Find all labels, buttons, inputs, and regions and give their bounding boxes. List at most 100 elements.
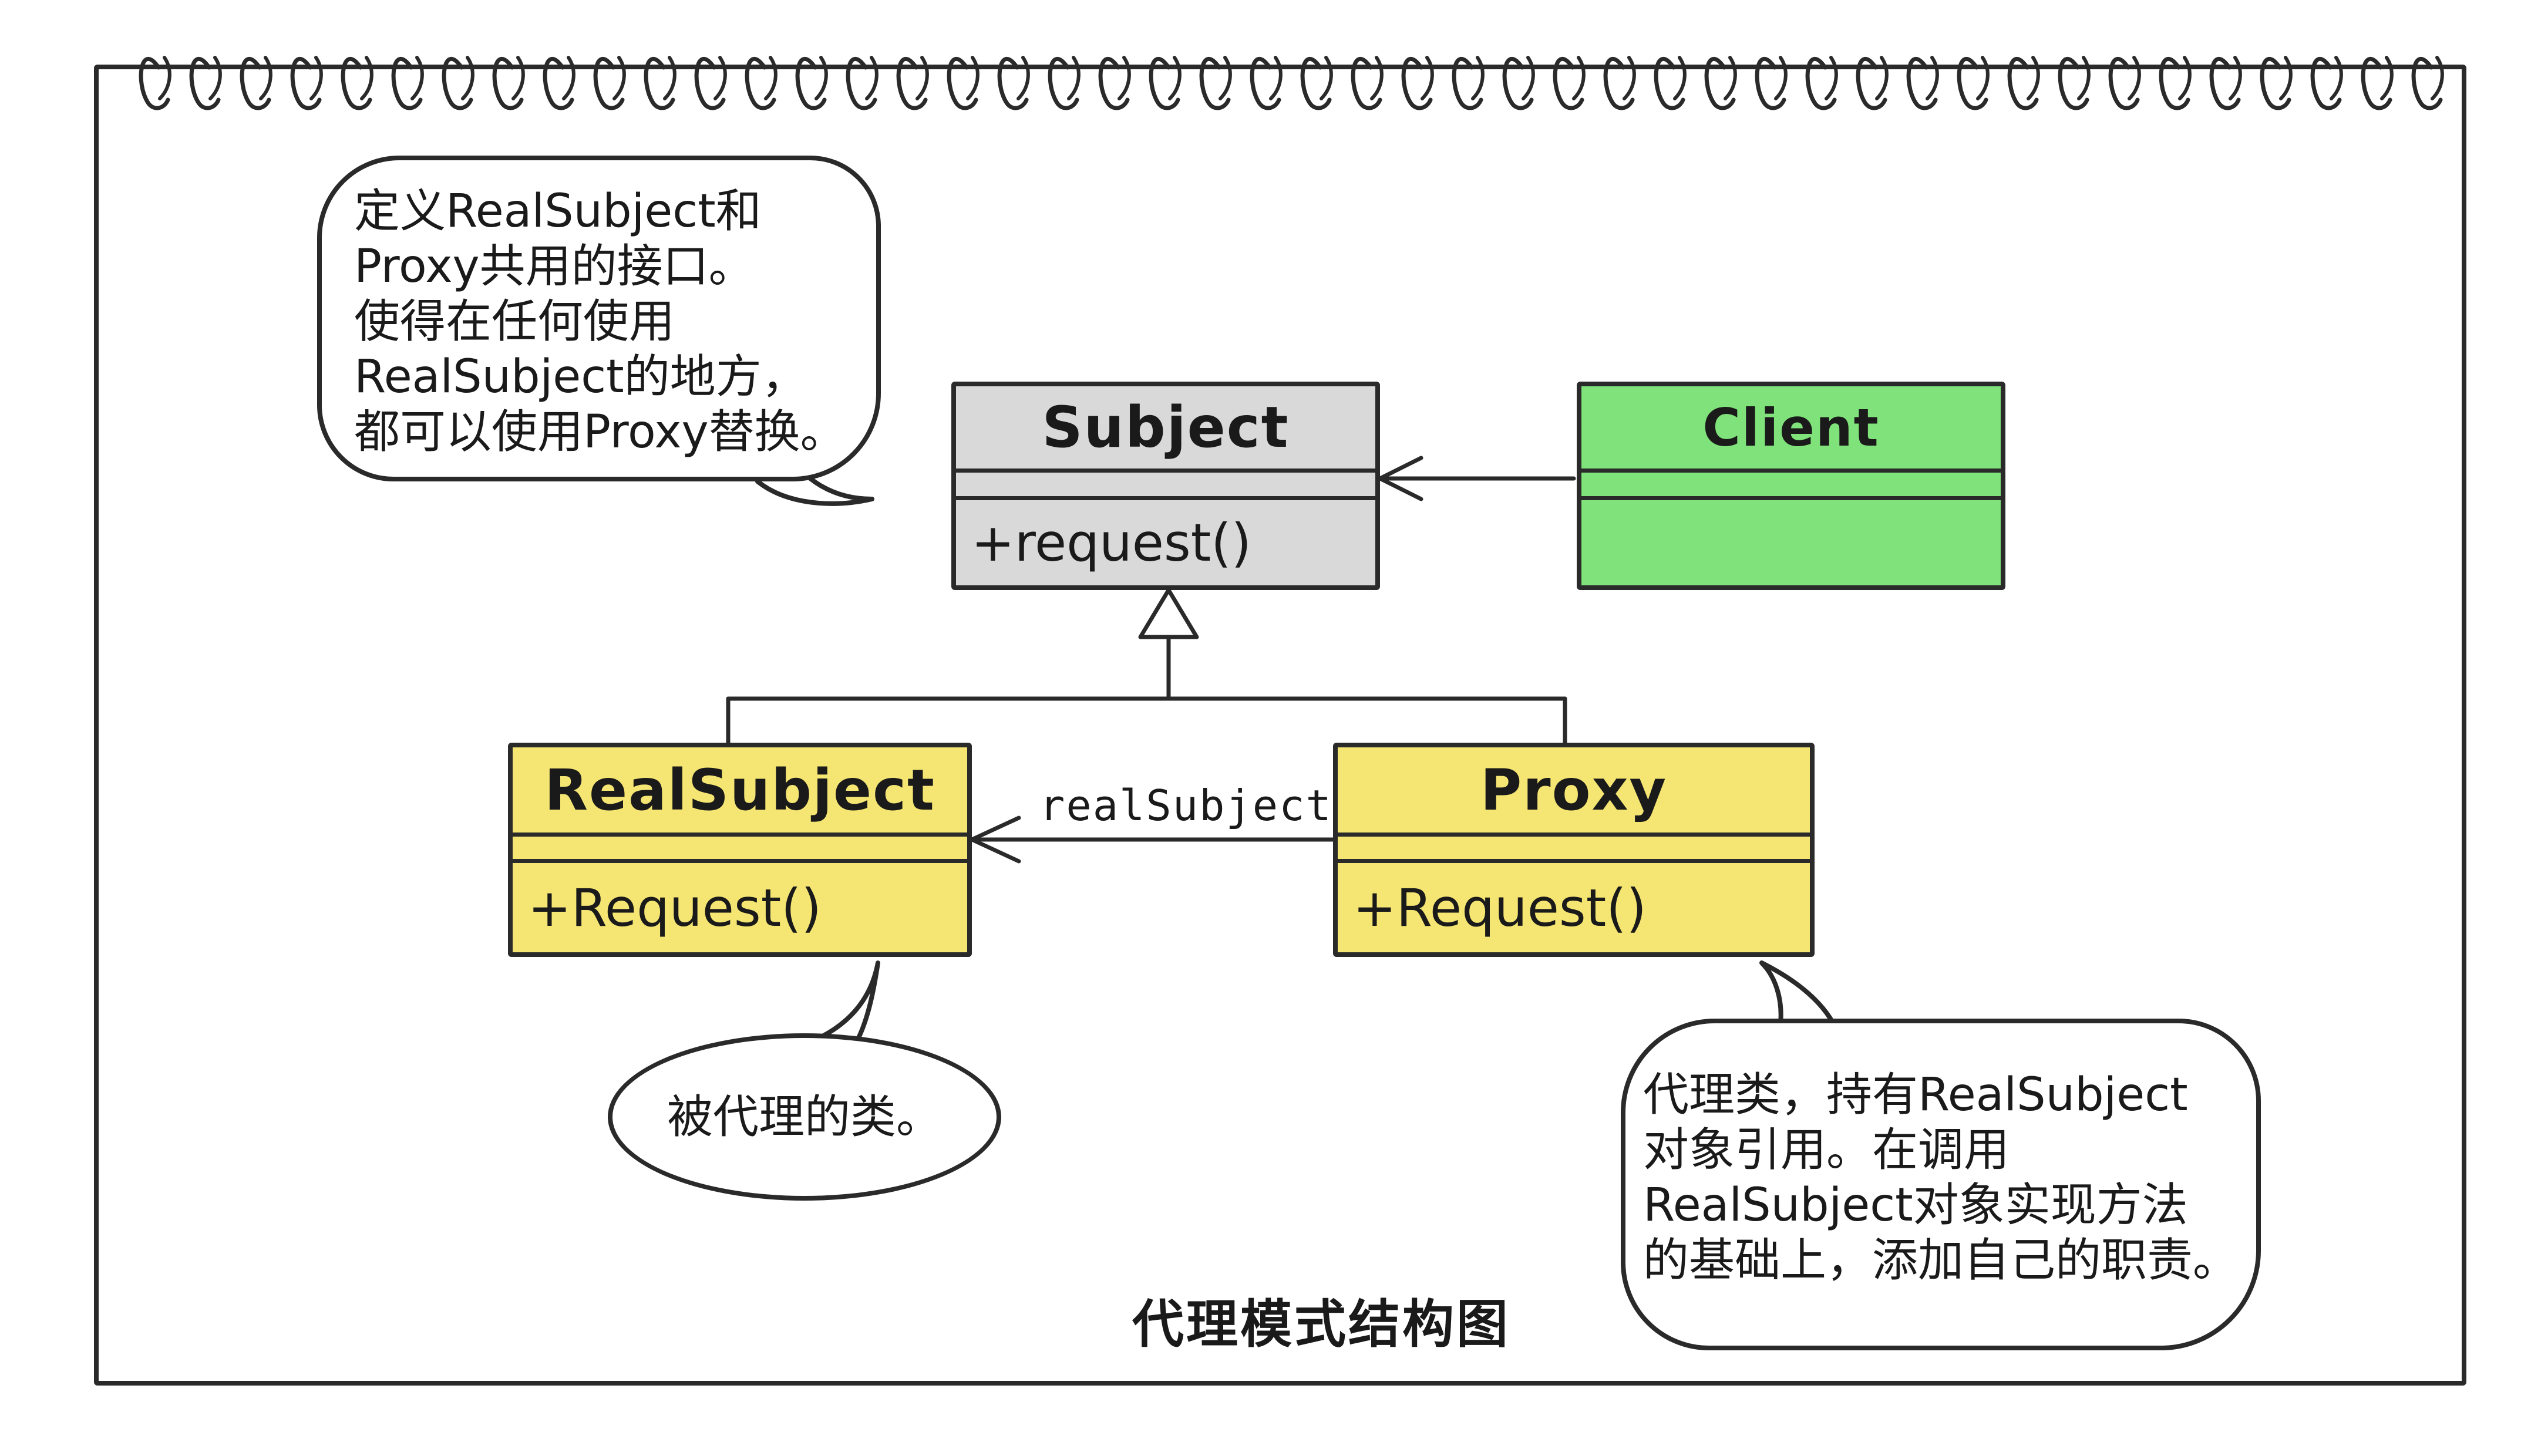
spiral-loop-icon [1906, 57, 1938, 110]
spiral-loop-icon [1300, 57, 1332, 110]
spiral-loop-icon [1805, 57, 1837, 110]
spiral-loop-icon [2229, 56, 2242, 100]
spiral-loop-icon [139, 57, 170, 110]
spiral-loop-icon [1673, 56, 1687, 100]
generalization-triangle-icon [1138, 588, 1199, 639]
note-line: RealSubject的地方， [354, 350, 807, 403]
realsubject-attributes [513, 837, 967, 863]
note-line: 被代理的类。 [667, 1090, 942, 1144]
spiral-loop-icon [1017, 56, 1030, 100]
spiral-loop-icon [644, 57, 675, 110]
spiral-loop-icon [341, 57, 372, 110]
proxy-method: +Request() [1353, 877, 1647, 938]
spiral-loop-icon [745, 57, 776, 110]
spiral-loop-icon [543, 57, 574, 110]
spiral-loop-icon [865, 56, 879, 100]
client-attributes [1581, 473, 2001, 500]
spiral-loop-icon [713, 56, 727, 100]
realsubject-class-name: RealSubject [513, 747, 967, 837]
spiral-loop-icon [1199, 57, 1231, 110]
spiral-loop-icon [1502, 57, 1534, 110]
spiral-loop-icon [1452, 57, 1483, 110]
realsubject-method: +Request() [528, 877, 822, 938]
spiral-loop-icon [1654, 57, 1685, 110]
spiral-loop-icon [1351, 57, 1382, 110]
spiral-loop-icon [2027, 56, 2040, 100]
spiral-loop-icon [2209, 57, 2241, 110]
spiral-loop-icon [410, 56, 424, 100]
spiral-loop-icon [846, 57, 877, 110]
note-line: 定义RealSubject和 [354, 185, 762, 238]
spiral-loop-icon [511, 56, 525, 100]
spiral-loop-icon [2380, 56, 2394, 100]
spiral-loop-icon [1048, 57, 1079, 110]
spiral-loop-icon [1098, 57, 1130, 110]
spiral-loop-icon [997, 57, 1029, 110]
spiral-loop-icon [966, 56, 980, 100]
proxy-class-name: Proxy [1338, 747, 1810, 837]
spiral-loop-icon [1572, 56, 1586, 100]
subject-class: Subject +request() [951, 382, 1380, 590]
spiral-loop-icon [1704, 57, 1736, 110]
spiral-loop-icon [2007, 57, 2039, 110]
spiral-loop-icon [461, 56, 474, 100]
spiral-loop-icon [694, 57, 726, 110]
note-line: 代理类，持有RealSubject [1643, 1069, 2188, 1121]
spiral-loop-icon [2361, 57, 2392, 110]
spiral-loop-icon [1875, 56, 1889, 100]
spiral-loop-icon [158, 56, 171, 100]
spiral-loop-icon [562, 56, 575, 100]
spiral-loop-icon [1401, 57, 1433, 110]
association-label: realSubject [1039, 781, 1332, 830]
diagram-caption: 代理模式结构图 [1132, 1294, 1510, 1354]
spiral-loop-icon [240, 57, 271, 110]
spiral-loop-icon [1067, 56, 1081, 100]
spiral-loop-icon [290, 57, 322, 110]
spiral-loop-icon [2310, 57, 2342, 110]
spiral-loop-icon [2128, 56, 2141, 100]
proxy-note-tail [1759, 960, 1840, 1036]
spiral-loop-icon [492, 57, 524, 110]
spiral-loop-icon [2108, 57, 2140, 110]
spiral-loop-icon [1825, 56, 1838, 100]
proxy-to-realsubject-arrowhead [970, 815, 1021, 864]
realsubject-class: RealSubject +Request() [508, 743, 972, 957]
spiral-loop-icon [1926, 56, 1939, 100]
spiral-loop-icon [309, 56, 323, 100]
spiral-loop-icon [1250, 57, 1281, 110]
spiral-loop-icon [2431, 56, 2444, 100]
spiral-loop-icon [1603, 57, 1635, 110]
spiral-loop-icon [1957, 57, 1988, 110]
spiral-loop-icon [1856, 57, 1887, 110]
spiral-loop-icon [2159, 57, 2190, 110]
spiral-loop-icon [2077, 56, 2091, 100]
spiral-loop-icon [915, 56, 929, 100]
note-line: Proxy共用的接口。 [354, 240, 755, 293]
subject-method: +request() [971, 513, 1251, 573]
client-class: Client [1577, 382, 2005, 590]
spiral-loop-icon [663, 56, 676, 100]
note-line: RealSubject对象实现方法 [1643, 1179, 2188, 1232]
spiral-loop-icon [189, 57, 221, 110]
client-to-subject-arrowhead [1378, 456, 1423, 501]
spiral-loop-icon [764, 56, 777, 100]
note-line: 都可以使用Proxy替换。 [354, 406, 846, 459]
spiral-loop-icon [259, 56, 272, 100]
spiral-loop-icon [1976, 56, 1990, 100]
subject-note-bubble: 定义RealSubject和 Proxy共用的接口。 使得在任何使用 RealS… [317, 156, 881, 481]
spiral-loop-icon [896, 57, 928, 110]
proxy-note-bubble: 代理类，持有RealSubject 对象引用。在调用 RealSubject对象… [1621, 1019, 2261, 1350]
spiral-loop-icon [391, 57, 423, 110]
spiral-loop-icon [2330, 56, 2343, 100]
spiral-loop-icon [1269, 56, 1283, 100]
spiral-loop-icon [1755, 57, 1786, 110]
spiral-loop-icon [2411, 57, 2443, 110]
note-line: 使得在任何使用 [354, 295, 675, 348]
spiral-loop-icon [2178, 56, 2192, 100]
spiral-loop-icon [795, 57, 827, 110]
spiral-loop-icon [612, 56, 626, 100]
subject-attributes [956, 473, 1375, 500]
note-line: 的基础上，添加自己的职责。 [1643, 1234, 2239, 1287]
